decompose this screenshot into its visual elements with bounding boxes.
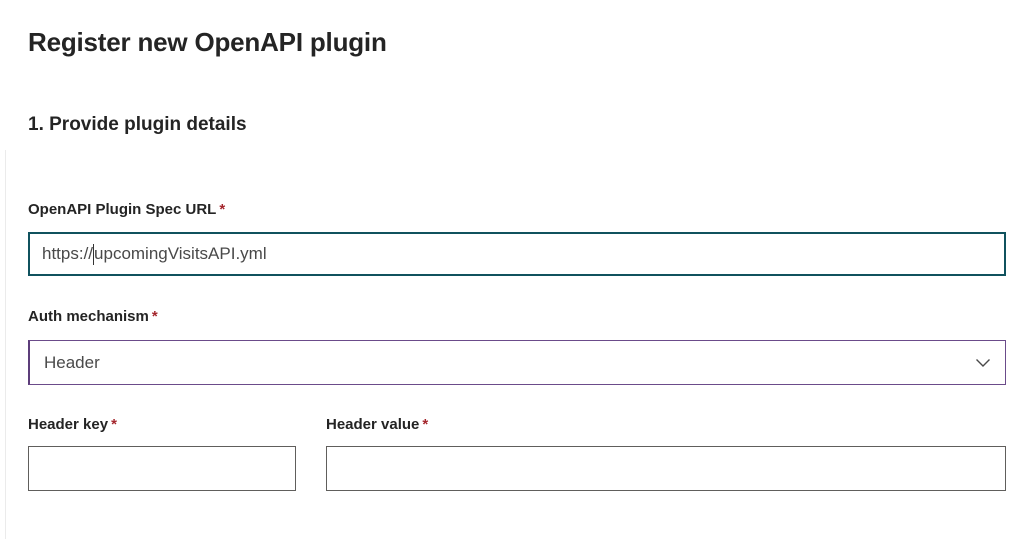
spec-url-input[interactable]: https://upcomingVisitsAPI.yml [28, 232, 1006, 276]
spec-url-value-suffix: upcomingVisitsAPI.yml [94, 244, 267, 263]
spec-url-label-text: OpenAPI Plugin Spec URL [28, 201, 217, 218]
header-value-input[interactable] [326, 446, 1006, 491]
header-value-label: Header value* [326, 415, 428, 435]
chevron-down-icon[interactable] [975, 355, 991, 371]
text-caret [93, 243, 95, 265]
spec-url-label: OpenAPI Plugin Spec URL* [28, 200, 225, 220]
auth-mechanism-label: Auth mechanism* [28, 307, 158, 327]
header-value-label-text: Header value [326, 416, 420, 433]
spec-url-value-prefix: https:// [42, 244, 94, 263]
required-asterisk: * [111, 416, 117, 433]
required-asterisk: * [422, 416, 429, 433]
page-title: Register new OpenAPI plugin [28, 27, 387, 57]
header-key-label: Header key* [28, 415, 117, 435]
section-heading-provide-plugin-details: 1. Provide plugin details [28, 114, 247, 135]
header-key-input[interactable] [28, 446, 296, 491]
required-asterisk: * [219, 201, 226, 218]
auth-mechanism-label-text: Auth mechanism [28, 308, 149, 325]
form-left-divider [5, 150, 6, 539]
auth-mechanism-selected-value: Header [44, 352, 100, 372]
required-asterisk: * [151, 308, 158, 325]
auth-mechanism-dropdown[interactable]: Header [28, 340, 1006, 385]
header-key-label-text: Header key [28, 416, 109, 433]
